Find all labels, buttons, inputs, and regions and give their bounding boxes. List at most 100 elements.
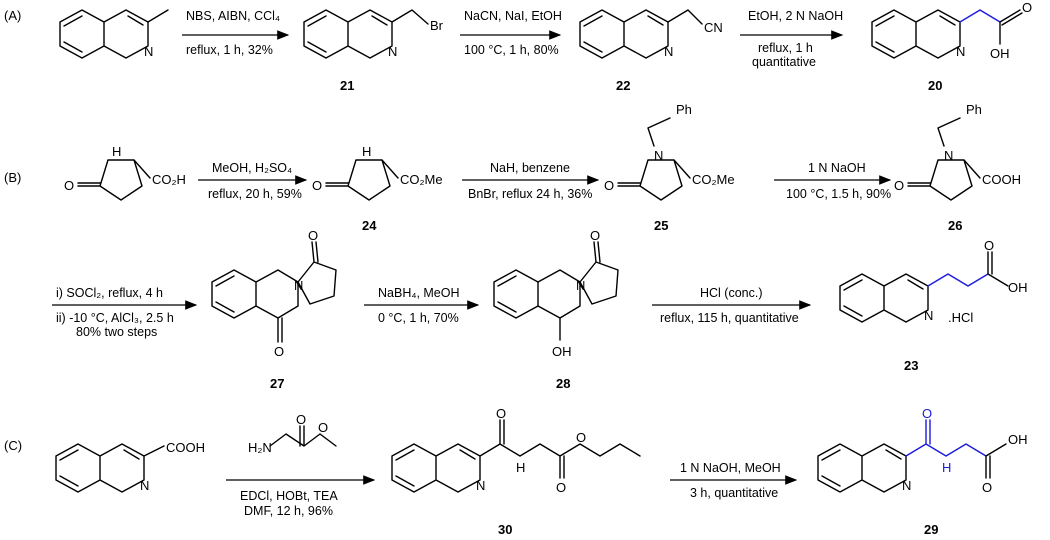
atom-oh: OH xyxy=(1008,432,1028,447)
atom-n: N xyxy=(944,148,953,163)
compound-label-30: 30 xyxy=(498,522,512,537)
cond-a3-bot1: reflux, 1 h xyxy=(758,41,813,55)
atom-n: N xyxy=(576,278,585,293)
structure-isoquinoline-3-carboxylic-acid: N COOH xyxy=(55,440,205,493)
atom-oh: OH xyxy=(990,46,1010,61)
atom-ph: Ph xyxy=(676,102,692,117)
cond-b4-bot1: ii) -10 °C, AlCl₃, 2.5 h xyxy=(56,311,174,325)
cond-b4-top: i) SOCl₂, reflux, 4 h xyxy=(56,286,163,300)
compound-label-26: 26 xyxy=(948,218,962,233)
cond-a3-top: EtOH, 2 N NaOH xyxy=(748,9,843,23)
atom-nh: H xyxy=(942,460,951,475)
compound-label-24: 24 xyxy=(362,218,377,233)
cond-c2-bot: 3 h, quantitative xyxy=(690,486,778,500)
atom-o: O xyxy=(984,238,994,253)
atom-oh: OH xyxy=(1008,280,1028,295)
atom-o: O xyxy=(296,412,306,427)
atom-hcl: .HCl xyxy=(948,310,973,325)
atom-h2n: H₂N xyxy=(248,440,272,455)
atom-n: N xyxy=(654,148,663,163)
structure-22: N CN xyxy=(579,9,723,59)
atom-o: O xyxy=(318,420,328,435)
structure-25: O N Ph CO₂Me xyxy=(604,102,735,201)
cond-b1-top: MeOH, H₂SO₄ xyxy=(212,161,292,175)
cond-a1-bot: reflux, 1 h, 32% xyxy=(186,43,273,57)
atom-n: N xyxy=(956,44,965,59)
atom-n: N xyxy=(664,44,673,59)
atom-o: O xyxy=(922,406,932,421)
structure-27: N O O xyxy=(211,228,337,359)
compound-label-25: 25 xyxy=(654,218,668,233)
atom-cn: CN xyxy=(704,20,723,35)
atom-br: Br xyxy=(430,18,444,33)
atom-oh: OH xyxy=(552,344,572,359)
cond-c1-bot2: DMF, 12 h, 96% xyxy=(244,504,333,518)
structure-21: N Br xyxy=(303,9,444,59)
cond-b4-bot2: 80% two steps xyxy=(76,325,157,339)
section-label-c: (C) xyxy=(4,438,22,453)
compound-label-20: 20 xyxy=(928,78,942,93)
atom-h: H xyxy=(362,144,371,159)
structure-20: N O OH xyxy=(871,0,1032,61)
atom-o: O xyxy=(1022,0,1032,15)
atom-o: O xyxy=(64,178,74,193)
cond-a2-top: NaCN, NaI, EtOH xyxy=(464,9,562,23)
atom-o: O xyxy=(556,480,566,495)
atom-co2me: CO₂Me xyxy=(400,172,443,187)
atom-o: O xyxy=(982,480,992,495)
structure-23: N .HCl O OH xyxy=(839,238,1028,325)
cond-b2-bot: BnBr, reflux 24 h, 36% xyxy=(468,187,592,201)
atom-h: H xyxy=(112,144,121,159)
compound-label-27: 27 xyxy=(270,376,284,391)
cond-b1-bot: reflux, 20 h, 59% xyxy=(208,187,302,201)
structure-29: N O H OH O xyxy=(817,406,1028,495)
atom-cooh: COOH xyxy=(982,172,1021,187)
atom-n: N xyxy=(924,308,933,323)
section-label-a: (A) xyxy=(4,8,21,23)
atom-o: O xyxy=(496,406,506,421)
atom-o: O xyxy=(274,344,284,359)
cond-a3-bot2: quantitative xyxy=(752,55,816,69)
cond-b3-bot: 100 °C, 1.5 h, 90% xyxy=(786,187,891,201)
structure-pyroglutamic-acid: O H CO₂H xyxy=(64,144,186,201)
compound-label-22: 22 xyxy=(616,78,630,93)
atom-cooh: COOH xyxy=(166,440,205,455)
atom-n: N xyxy=(902,478,911,493)
compound-label-23: 23 xyxy=(904,358,918,373)
structure-24: O H CO₂Me xyxy=(312,144,443,201)
section-label-b: (B) xyxy=(4,170,21,185)
atom-n: N xyxy=(144,44,153,59)
atom-o: O xyxy=(308,228,318,243)
compound-label-29: 29 xyxy=(924,522,938,537)
structure-26: O N Ph COOH xyxy=(894,102,1021,201)
atom-n: N xyxy=(294,278,303,293)
cond-a1-top: NBS, AIBN, CCl₄ xyxy=(186,9,280,23)
cond-c1-bot1: EDCl, HOBt, TEA xyxy=(240,489,338,503)
cond-c2-top: 1 N NaOH, MeOH xyxy=(680,461,781,475)
atom-n: N xyxy=(140,478,149,493)
atom-co2h: CO₂H xyxy=(152,172,186,187)
structure-glycine-ethyl-ester: H₂N O O xyxy=(248,412,337,455)
structure-3-methylisoquinoline: N xyxy=(59,9,169,59)
cond-b3-top: 1 N NaOH xyxy=(808,161,866,175)
cond-b2-top: NaH, benzene xyxy=(490,161,570,175)
cond-b5-bot: 0 °C, 1 h, 70% xyxy=(378,311,459,325)
compound-label-21: 21 xyxy=(340,78,354,93)
atom-o: O xyxy=(312,178,322,193)
structure-28: N OH O xyxy=(493,228,619,359)
compound-label-28: 28 xyxy=(556,376,570,391)
cond-b6-top: HCl (conc.) xyxy=(700,286,763,300)
atom-o: O xyxy=(604,178,614,193)
atom-o: O xyxy=(590,228,600,243)
atom-n: N xyxy=(476,478,485,493)
cond-a2-bot: 100 °C, 1 h, 80% xyxy=(464,43,559,57)
atom-co2me: CO₂Me xyxy=(692,172,735,187)
atom-ph: Ph xyxy=(966,102,982,117)
cond-b5-top: NaBH₄, MeOH xyxy=(378,286,460,300)
cond-b6-bot: reflux, 115 h, quantitative xyxy=(660,311,799,325)
atom-o: O xyxy=(576,430,586,445)
atom-o: O xyxy=(894,178,904,193)
structure-30: N O H O O xyxy=(391,406,641,495)
